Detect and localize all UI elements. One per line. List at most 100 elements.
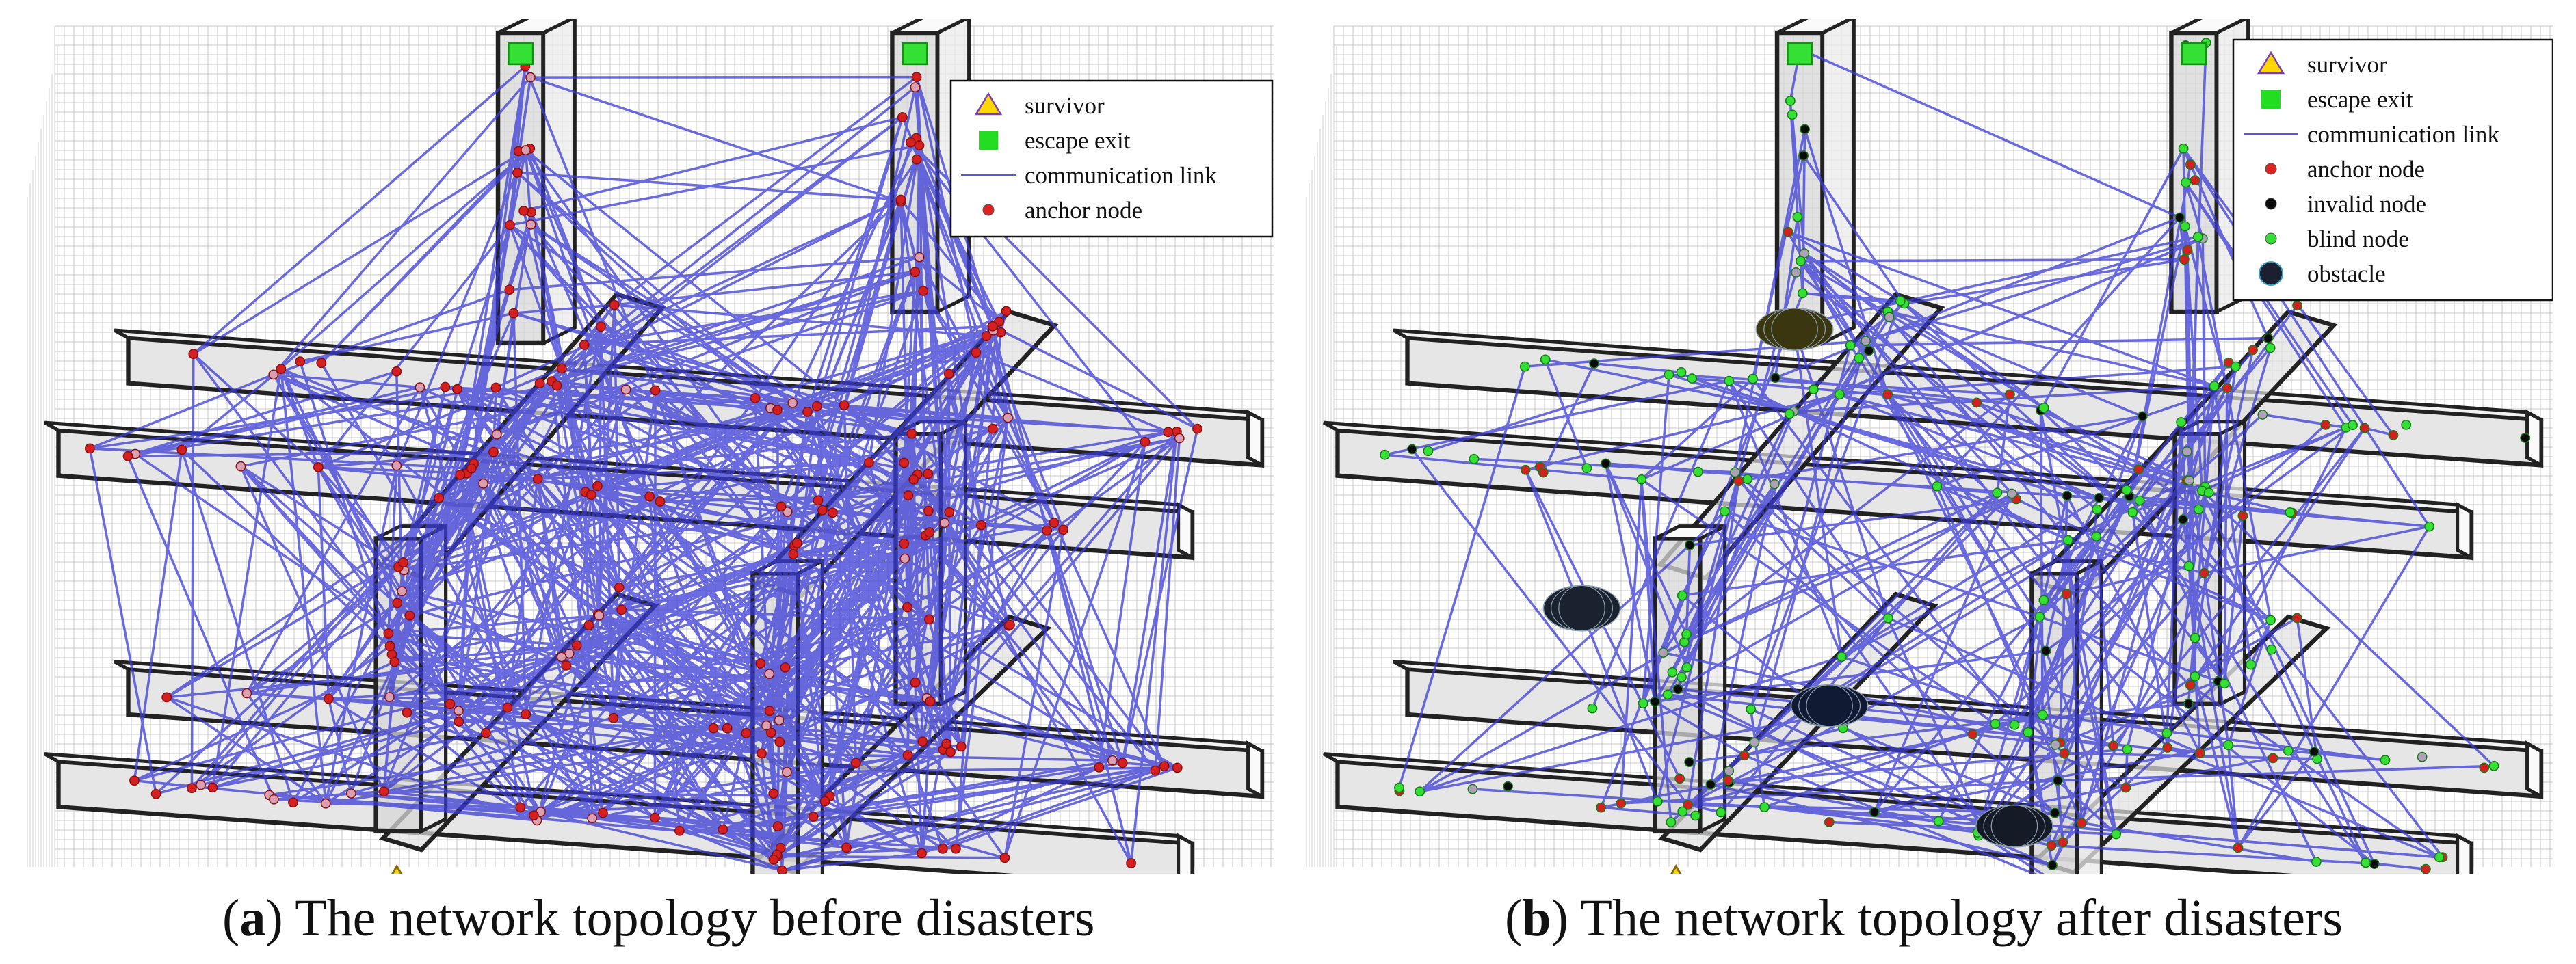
inactive-node xyxy=(2417,751,2428,762)
anchor-node xyxy=(150,788,161,799)
anchor-node xyxy=(122,451,133,461)
anchor-node xyxy=(1094,762,1105,773)
anchor-node-faded xyxy=(320,798,331,809)
blind-node xyxy=(2161,728,2172,738)
blind-node xyxy=(1796,256,1806,267)
anchor-node xyxy=(950,843,961,854)
anchor-node xyxy=(906,428,917,439)
invalid-node xyxy=(2049,807,2060,818)
anchor-node xyxy=(903,490,914,500)
anchor-node xyxy=(586,490,596,500)
anchor-node xyxy=(774,736,785,747)
legend-item: blind node xyxy=(2265,226,2409,252)
anchor-node xyxy=(808,812,819,822)
anchor-node xyxy=(772,821,783,831)
anchor-node xyxy=(2108,740,2118,751)
anchor-node xyxy=(674,825,685,836)
anchor-node-faded xyxy=(491,429,502,440)
anchor-node xyxy=(827,507,838,518)
blind-node xyxy=(1787,109,1798,120)
inactive-node xyxy=(2257,410,2268,420)
anchor-node xyxy=(917,736,928,747)
blind-node xyxy=(2034,611,2045,622)
invalid-node xyxy=(1798,150,1809,161)
anchor-node xyxy=(772,405,783,416)
anchor-node xyxy=(512,168,523,178)
invalid-node xyxy=(1863,345,1874,356)
anchor-node-faded xyxy=(764,669,775,679)
blind-node xyxy=(1792,212,1803,222)
caption-a-text: The network topology before disasters xyxy=(295,889,1095,947)
anchor-node xyxy=(176,444,187,455)
anchor-node-faded xyxy=(587,813,598,824)
anchor-node xyxy=(2268,753,2278,764)
anchor-node xyxy=(839,400,850,410)
escape-exit-left xyxy=(508,42,534,66)
anchor-node xyxy=(987,423,998,434)
inactive-node xyxy=(2006,488,2017,499)
blind-node xyxy=(2265,615,2276,626)
blind-node xyxy=(1681,629,1692,640)
tunnel-structure xyxy=(1322,19,2544,874)
anchor-node xyxy=(2291,613,2302,624)
escape-exit-icon xyxy=(979,131,998,150)
anchor-node xyxy=(508,308,519,319)
escape-exit-right xyxy=(2181,42,2207,66)
obstacle-1 xyxy=(1755,308,1834,351)
blind-node xyxy=(2181,177,2191,188)
anchor-node xyxy=(750,392,761,403)
anchor-node-faded xyxy=(525,219,536,230)
anchor-node-faded xyxy=(268,369,279,380)
anchor-node xyxy=(1783,226,1793,237)
anchor-node xyxy=(1192,423,1202,434)
anchor-node-faded xyxy=(235,461,246,472)
node-dot-icon xyxy=(2265,198,2277,210)
anchor-node xyxy=(765,727,776,738)
anchor-node xyxy=(1722,775,1733,786)
blind-node xyxy=(1693,466,1703,477)
legend-label: blind node xyxy=(2307,226,2409,252)
invalid-node xyxy=(2047,860,2058,871)
anchor-node xyxy=(2120,782,2131,793)
anchor-node xyxy=(534,378,545,389)
anchor-node xyxy=(504,284,515,295)
blind-node xyxy=(1835,389,1845,400)
blind-node xyxy=(1854,353,1865,364)
anchor-node xyxy=(434,492,445,503)
anchor-node xyxy=(2292,300,2302,311)
blind-node xyxy=(2401,419,2412,430)
anchor-node xyxy=(819,796,830,807)
anchor-node xyxy=(2194,748,2205,758)
anchor-node xyxy=(2061,589,2072,600)
blind-node xyxy=(1785,96,1796,106)
invalid-node xyxy=(2369,859,2380,869)
anchor-node xyxy=(864,457,874,468)
blind-node xyxy=(1681,662,1692,673)
blind-node xyxy=(2063,535,2073,546)
node-dot-icon xyxy=(2265,163,2277,175)
anchor-node xyxy=(85,443,95,454)
legend-label: anchor node xyxy=(1025,197,1142,224)
anchor-node xyxy=(276,364,287,375)
anchor-node xyxy=(895,194,906,205)
anchor-node xyxy=(2179,254,2190,265)
anchor-node xyxy=(521,709,531,720)
anchor-node xyxy=(987,321,998,332)
blind-node xyxy=(1677,590,1687,601)
blind-node xyxy=(1933,816,1944,827)
blind-node xyxy=(2091,531,2102,541)
anchor-node-faded xyxy=(384,692,395,702)
anchor-node xyxy=(1616,798,1627,809)
anchor-node xyxy=(452,384,462,394)
blind-node xyxy=(1837,652,1847,662)
anchor-node xyxy=(391,366,402,377)
blind-node xyxy=(2023,727,2034,738)
blind-node xyxy=(2209,381,2220,392)
blind-node xyxy=(1666,817,1677,827)
anchor-node xyxy=(579,340,590,350)
anchor-node xyxy=(2046,840,2057,851)
anchor-node xyxy=(532,474,543,484)
anchor-node-faded xyxy=(196,779,206,790)
